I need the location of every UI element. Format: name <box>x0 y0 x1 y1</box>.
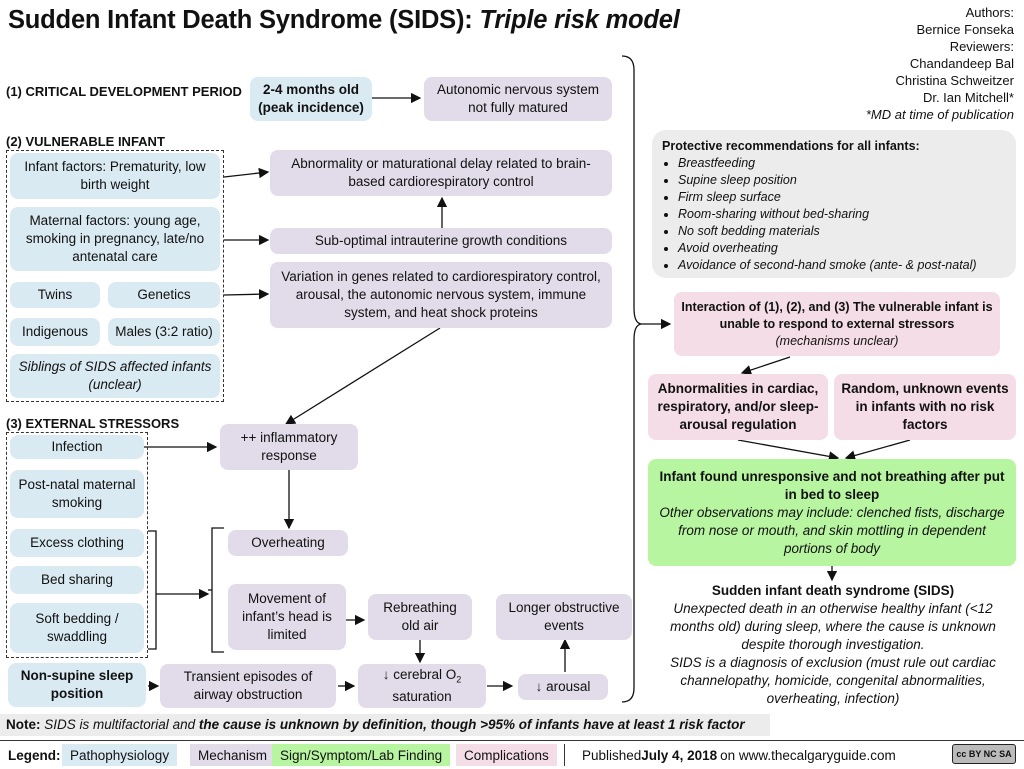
note-bar: Note: SIDS is multifactorial and the cau… <box>0 714 770 736</box>
indigenous-box: Indigenous <box>10 318 100 346</box>
sids-desc: Unexpected death in an otherwise healthy… <box>670 601 996 652</box>
authors-label: Authors: <box>965 5 1014 20</box>
section-vulnerable-infant: (2) VULNERABLE INFANT <box>6 134 165 149</box>
title-sub: Triple risk model <box>479 6 680 34</box>
sids-title: Sudden infant death syndrome (SIDS) <box>711 583 955 598</box>
authors-note: *MD at time of publication <box>865 107 1014 122</box>
males-box: Males (3:2 ratio) <box>108 318 220 346</box>
siblings-box: Siblings of SIDS affected infants (uncle… <box>10 354 220 398</box>
protective-heading: Protective recommendations for all infan… <box>662 139 920 153</box>
infant-factors-box: Infant factors: Prematurity, low birth w… <box>10 153 220 199</box>
section-external-stressors: (3) EXTERNAL STRESSORS <box>6 416 180 431</box>
infection-box: Infection <box>10 435 144 459</box>
cardiac-abnormalities-box: Abnormalities in cardiac, respiratory, a… <box>648 374 828 440</box>
arousal-box: ↓ arousal <box>518 674 608 700</box>
legend-sign-symptom: Sign/Symptom/Lab Finding <box>272 744 451 766</box>
infant-found-main: Infant found unresponsive and not breath… <box>659 468 1005 502</box>
interaction-main: Interaction of (1), (2), and (3) The vul… <box>681 299 993 331</box>
infant-found-box: Infant found unresponsive and not breath… <box>648 459 1016 566</box>
note-text-a: SIDS is multifactorial <box>44 717 169 732</box>
cc-license-badge[interactable]: cc BY NC SA <box>952 744 1016 764</box>
rebreathing-box: Rebreathing old air <box>368 594 472 640</box>
legend-bar <box>0 740 1024 769</box>
gene-variation-box: Variation in genes related to cardioresp… <box>270 262 612 328</box>
note-text-c: the cause is unknown by definition, thou… <box>198 717 745 732</box>
cerebral-o2-box: ↓ cerebral O2 saturation <box>358 664 486 708</box>
interaction-box: Interaction of (1), (2), and (3) The vul… <box>674 292 1000 356</box>
legend-complications: Complications <box>456 744 557 766</box>
infant-found-sub: Other observations may include: clenched… <box>659 504 1005 556</box>
reviewer-name: Chandandeep Bal <box>909 56 1014 71</box>
authors-block: Authors: Bernice Fonseka Reviewers: Chan… <box>866 4 1014 123</box>
title-main: Sudden Infant Death Syndrome (SIDS): <box>8 6 473 34</box>
list-item: Breastfeeding <box>678 155 1006 172</box>
legend-mechanism: Mechanism <box>190 744 276 766</box>
page-title: Sudden Infant Death Syndrome (SIDS): Tri… <box>8 6 680 35</box>
list-item: Room-sharing without bed-sharing <box>678 206 1006 223</box>
legend-label: Legend: <box>8 747 61 763</box>
section-critical-period: (1) CRITICAL DEVELOPMENT PERIOD <box>6 84 242 99</box>
list-item: Avoidance of second-hand smoke (ante- & … <box>678 257 1006 274</box>
inflammatory-box: ++ inflammatory response <box>220 424 358 470</box>
bed-sharing-box: Bed sharing <box>10 566 144 594</box>
soft-bedding-box: Soft bedding / swaddling <box>10 603 144 653</box>
genetics-box: Genetics <box>108 282 220 308</box>
overheating-box: Overheating <box>228 530 348 556</box>
reviewers-label: Reviewers: <box>949 39 1014 54</box>
list-item: Firm sleep surface <box>678 189 1006 206</box>
excess-clothing-box: Excess clothing <box>10 529 144 557</box>
reviewer-name: Dr. Ian Mitchell* <box>922 90 1014 105</box>
list-item: Supine sleep position <box>678 172 1006 189</box>
list-item: Avoid overheating <box>678 240 1006 257</box>
maternal-factors-box: Maternal factors: young age, smoking in … <box>10 207 220 271</box>
note-label: Note: <box>6 717 41 732</box>
legend-pathophysiology: Pathophysiology <box>62 744 178 766</box>
reviewer-name: Christina Schweitzer <box>895 73 1015 88</box>
random-events-box: Random, unknown events in infants with n… <box>834 374 1016 440</box>
author-name: Bernice Fonseka <box>916 22 1014 37</box>
list-item: No soft bedding materials <box>678 223 1006 240</box>
transient-obstruction-box: Transient episodes of airway obstruction <box>160 664 336 708</box>
interaction-sub: (mechanisms unclear) <box>775 333 899 348</box>
published-info: Published July 4, 2018 on www.thecalgary… <box>582 747 896 763</box>
non-supine-box: Non-supine sleep position <box>8 663 146 707</box>
age-box: 2-4 months old (peak incidence) <box>250 77 372 121</box>
ans-box: Autonomic nervous system not fully matur… <box>424 77 612 121</box>
suboptimal-growth-box: Sub-optimal intrauterine growth conditio… <box>270 228 612 254</box>
protective-recommendations: Protective recommendations for all infan… <box>652 130 1016 278</box>
external-stressors-group <box>6 432 148 658</box>
protective-list: Breastfeeding Supine sleep position Firm… <box>662 155 1006 274</box>
twins-box: Twins <box>10 282 100 308</box>
sids-definition: Sudden infant death syndrome (SIDS) Unex… <box>652 582 1014 708</box>
vulnerable-infant-group <box>6 150 224 402</box>
obstructive-events-box: Longer obstructive events <box>496 594 632 640</box>
sids-exclusion: SIDS is a diagnosis of exclusion (must r… <box>670 655 996 706</box>
postnatal-smoking-box: Post-natal maternal smoking <box>10 470 144 518</box>
abnormality-box: Abnormality or maturational delay relate… <box>270 150 612 196</box>
head-movement-box: Movement of infant’s head is limited <box>228 584 346 650</box>
